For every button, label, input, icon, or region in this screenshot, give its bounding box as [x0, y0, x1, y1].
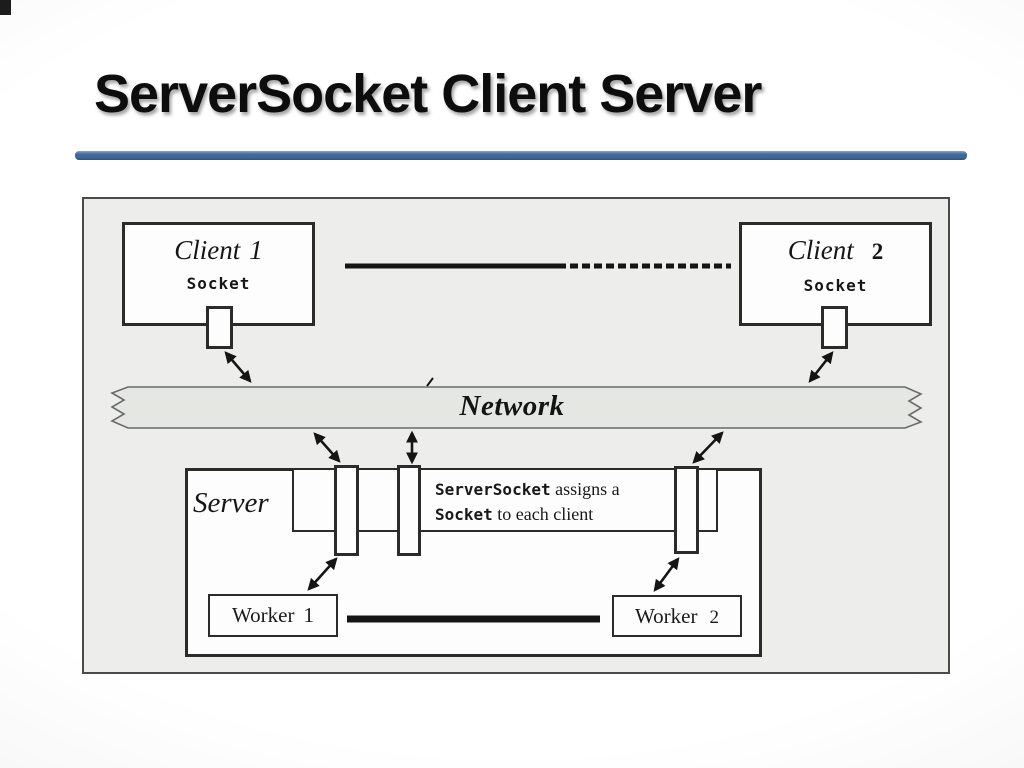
client1-name: Client [174, 235, 241, 265]
note-assigns-text: assigns a [550, 479, 620, 499]
worker2-number: 2 [709, 607, 719, 628]
server-socket-port-1 [334, 465, 359, 556]
server-socket-port-3 [674, 466, 699, 554]
serversocket-band: ServerSocket assigns a Socket to each cl… [292, 468, 718, 532]
title-divider-line [75, 151, 967, 160]
client1-socket-label: Socket [186, 274, 251, 293]
client2-socket-port [821, 306, 848, 349]
scan-artifact [0, 0, 11, 15]
worker2-box: Worker 2 [612, 595, 742, 637]
client2-socket-label: Socket [803, 276, 868, 295]
note-each-client-text: to each client [492, 504, 594, 524]
network-label: Network [459, 390, 565, 422]
note-serversocket-word: ServerSocket [435, 480, 551, 499]
client1-title: Client 1 [174, 235, 263, 265]
server-label: Server [193, 487, 269, 519]
client2-number: 2 [871, 239, 884, 264]
client1-number: 1 [249, 235, 263, 265]
worker2-name: Worker [635, 603, 698, 628]
client2-title: Client 2 [788, 235, 884, 267]
serversocket-note: ServerSocket assigns a Socket to each cl… [435, 477, 715, 527]
worker1-box: Worker 1 [208, 594, 338, 637]
client1-socket-port [206, 306, 233, 349]
worker1-number: 1 [303, 603, 314, 627]
client2-name: Client [787, 235, 854, 265]
worker1-name: Worker [232, 603, 295, 627]
server-socket-port-2 [397, 465, 421, 556]
slide-title: ServerSocket Client Server [94, 64, 762, 124]
note-socket-word: Socket [435, 505, 493, 524]
